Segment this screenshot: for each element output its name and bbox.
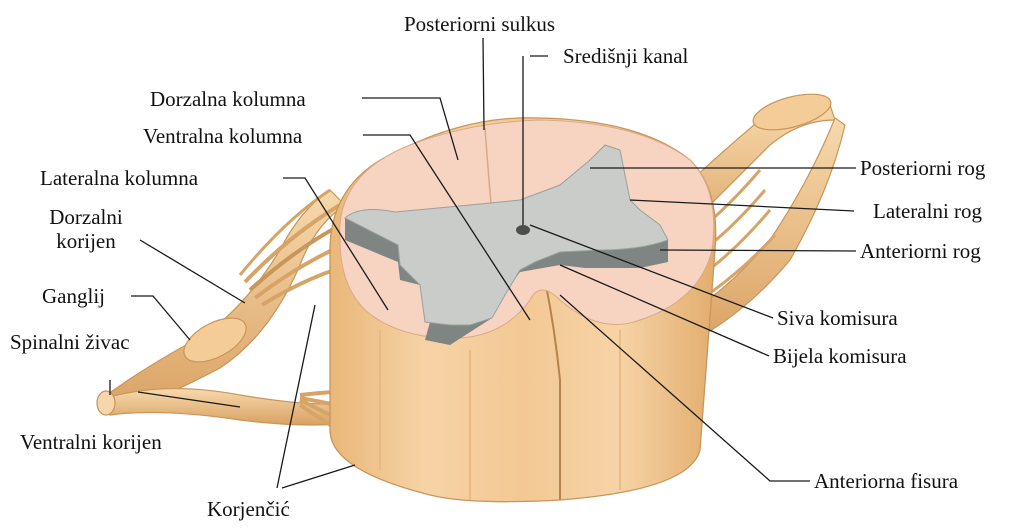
central-canal	[516, 225, 530, 235]
label-anterior-horn: Anteriorni rog	[860, 239, 981, 263]
spinal-nerve-tip	[97, 391, 115, 415]
label-dorsal-root-line2: korijen	[36, 229, 136, 253]
label-white-commissure: Bijela komisura	[773, 344, 907, 368]
label-spinal-nerve: Spinalni živac	[10, 330, 130, 354]
label-dorsal-column: Dorzalna kolumna	[150, 87, 306, 111]
label-gray-commissure: Siva komisura	[777, 306, 898, 330]
label-dorsal-root-line1: Dorzalni	[36, 205, 136, 229]
label-central-canal: Središnji kanal	[563, 44, 688, 68]
label-dorsal-root: Dorzalni korijen	[36, 205, 136, 253]
label-lateral-horn: Lateralni rog	[873, 199, 982, 223]
label-posterior-horn: Posteriorni rog	[860, 156, 985, 180]
label-anterior-fissure: Anteriorna fisura	[814, 469, 958, 493]
label-posterior-sulcus: Posteriorni sulkus	[404, 12, 555, 36]
label-rootlet: Korjenčić	[207, 497, 290, 521]
label-ganglion: Ganglij	[42, 284, 105, 308]
label-lateral-column: Lateralna kolumna	[40, 166, 198, 190]
label-ventral-root: Ventralni korijen	[20, 430, 162, 454]
label-ventral-column: Ventralna kolumna	[143, 124, 302, 148]
